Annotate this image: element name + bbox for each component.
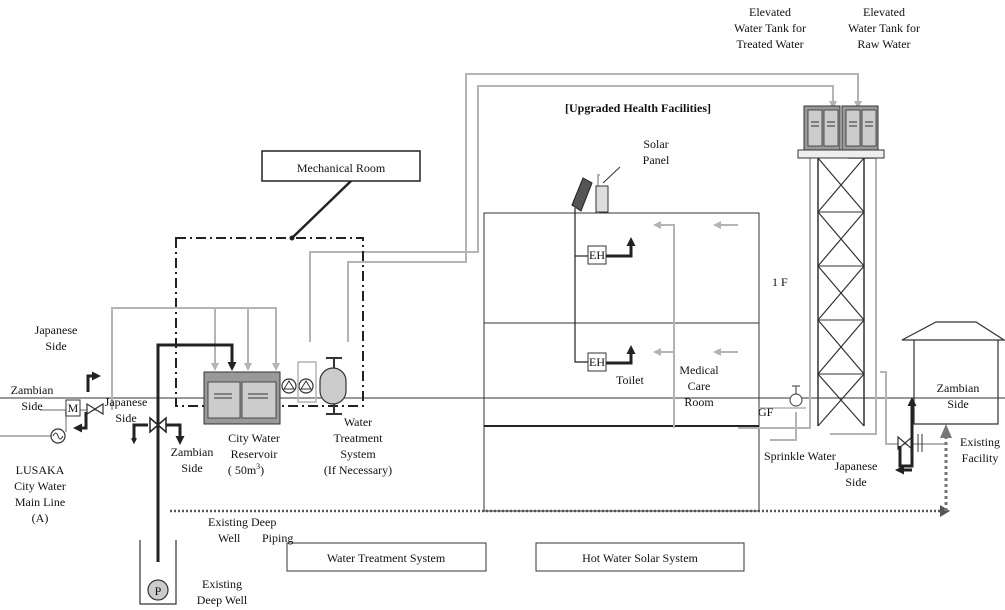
existing-deep-well — [139, 540, 177, 605]
label-japanese-side-mid-1: Japanese — [105, 395, 148, 409]
label-medical-2: Care — [688, 379, 711, 393]
existing-facility-house — [901, 321, 1005, 425]
label-existing-deep-well-piping-1: Existing Deep — [208, 515, 276, 529]
label-japanese-side-left-2: Side — [45, 339, 66, 353]
label-existing-deep-well-2: Deep Well — [197, 593, 248, 607]
label-solar-panel-1: Solar — [643, 137, 668, 151]
label-reservoir-3: ( 50m3) — [228, 462, 264, 477]
label-1f: 1 F — [772, 275, 788, 289]
label-zambian-side-right-2: Side — [947, 397, 968, 411]
label-japanese-side-right-2: Side — [845, 475, 866, 489]
dotted-supply-line — [170, 424, 952, 517]
booster-pumps — [281, 357, 347, 415]
label-lusaka-1: LUSAKA — [16, 463, 65, 477]
label-pump: P — [155, 584, 162, 598]
label-meter: M — [68, 401, 79, 415]
legend-water-treatment: Water Treatment System — [327, 551, 446, 565]
label-eh-upper: EH — [589, 248, 605, 262]
legend-hot-water-solar: Hot Water Solar System — [582, 551, 698, 565]
label-zambian-side-right-1: Zambian — [937, 381, 980, 395]
label-gf: GF — [758, 405, 774, 419]
label-medical-1: Medical — [679, 363, 719, 377]
valves — [86, 385, 923, 452]
label-elevated-treated-3: Treated Water — [736, 37, 803, 51]
label-japanese-side-left-1: Japanese — [35, 323, 78, 337]
label-lusaka-3: Main Line — [15, 495, 65, 509]
lusaka-main-meter — [50, 428, 66, 444]
label-sprinkle-water: Sprinkle Water — [764, 449, 836, 463]
label-elevated-raw-2: Water Tank for — [848, 21, 920, 35]
label-elevated-treated-1: Elevated — [749, 5, 791, 19]
label-elevated-raw-1: Elevated — [863, 5, 905, 19]
health-facility-building — [483, 212, 760, 512]
label-existing-deep-well-piping-3: Piping — [262, 531, 293, 545]
label-reservoir-1: City Water — [228, 431, 280, 445]
label-zambian-side-left-2: Side — [21, 399, 42, 413]
label-treatment-3: System — [340, 447, 376, 461]
label-treatment-1: Water — [344, 415, 372, 429]
electric-heater-upper — [587, 245, 607, 265]
label-mechanical-room: Mechanical Room — [297, 161, 386, 175]
label-solar-panel-2: Panel — [643, 153, 670, 167]
mechanical-room-pointer — [291, 179, 353, 239]
legend-hot-water-box — [535, 542, 745, 572]
solar-panel-unit — [571, 166, 636, 365]
zambian-side-arrow-left — [73, 412, 88, 433]
label-medical-3: Room — [684, 395, 714, 409]
label-zambian-side-left-1: Zambian — [11, 383, 54, 397]
label-zambian-side-mid-2: Side — [181, 461, 202, 475]
label-elevated-treated-2: Water Tank for — [734, 21, 806, 35]
label-existing-deep-well-piping-2: Well — [218, 531, 241, 545]
label-zambian-side-mid-1: Zambian — [171, 445, 214, 459]
label-lusaka-4: (A) — [32, 511, 49, 525]
label-existing-facility-2: Facility — [962, 451, 999, 465]
label-toilet: Toilet — [616, 373, 644, 387]
label-existing-deep-well-1: Existing — [202, 577, 242, 591]
label-japanese-side-mid-2: Side — [115, 411, 136, 425]
water-meter — [65, 399, 81, 417]
label-treatment-2: Treatment — [334, 431, 384, 445]
label-reservoir-2: Reservoir — [231, 447, 278, 461]
label-treatment-4: (If Necessary) — [324, 463, 392, 477]
elevated-tank-tower — [797, 149, 885, 427]
mechanical-room-label-box — [261, 150, 421, 182]
label-upgraded-facilities: [Upgraded Health Facilities] — [565, 101, 711, 115]
label-elevated-raw-3: Raw Water — [857, 37, 910, 51]
label-lusaka-2: City Water — [14, 479, 66, 493]
city-water-reservoir — [203, 371, 281, 425]
water-tanks — [803, 105, 879, 151]
label-existing-facility-1: Existing — [960, 435, 1000, 449]
legend-water-treatment-box — [286, 542, 487, 572]
label-eh-lower: EH — [589, 355, 605, 369]
electric-heater-lower — [587, 352, 607, 372]
japanese-side-arrow-left — [86, 371, 101, 392]
label-japanese-side-right-1: Japanese — [835, 459, 878, 473]
zambian-side-arrow-right — [898, 397, 917, 468]
